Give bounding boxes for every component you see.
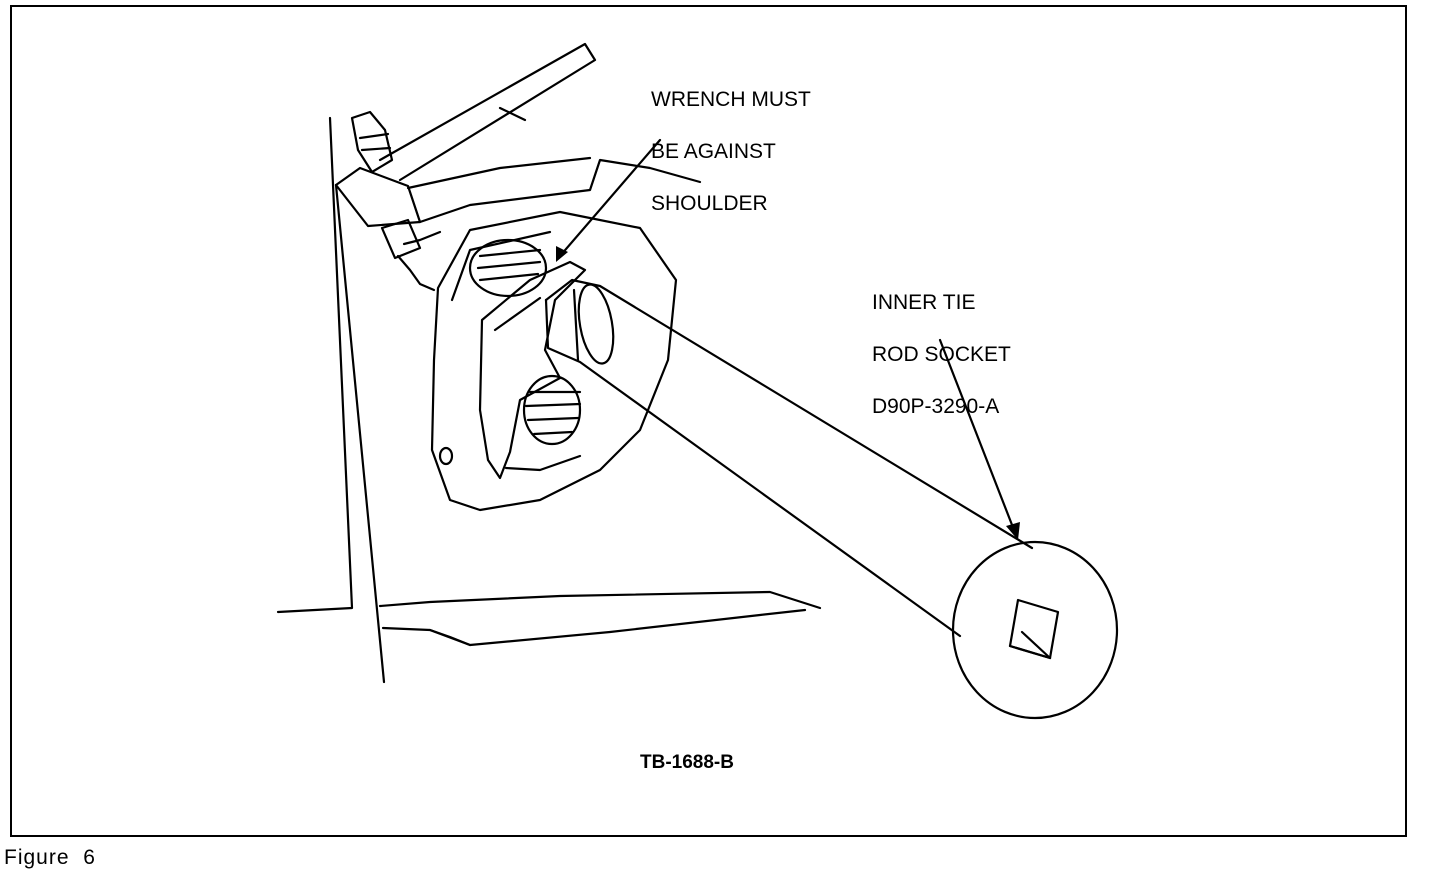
upper-bracket — [334, 42, 702, 228]
drawing-code: TB-1688-B — [640, 752, 734, 773]
socket-callout-line1: INNER TIE — [872, 291, 976, 314]
rack-housing — [430, 210, 678, 512]
adjustable-wrench — [478, 260, 587, 480]
figure-frame — [10, 5, 1407, 837]
tie-rod-threads — [468, 238, 582, 446]
wrench-callout-line2: BE AGAINST — [651, 140, 776, 163]
leader-wrench — [558, 138, 662, 258]
body-panel — [276, 116, 822, 684]
socket-callout-line3: D90P-3290-A — [872, 395, 1000, 418]
socket-disc — [951, 540, 1119, 720]
leader-socket — [938, 338, 1016, 532]
figure-caption: Figure 6 — [4, 846, 96, 869]
socket-handle — [544, 278, 1034, 638]
wrench-callout: WRENCH MUST BE AGAINST SHOULDER — [651, 61, 811, 243]
socket-callout: INNER TIE ROD SOCKET D90P-3290-A — [872, 264, 1011, 446]
socket-callout-line2: ROD SOCKET — [872, 343, 1011, 366]
wrench-callout-line3: SHOULDER — [651, 192, 768, 215]
hose-fitting — [350, 110, 442, 292]
wrench-callout-line1: WRENCH MUST — [651, 88, 811, 111]
